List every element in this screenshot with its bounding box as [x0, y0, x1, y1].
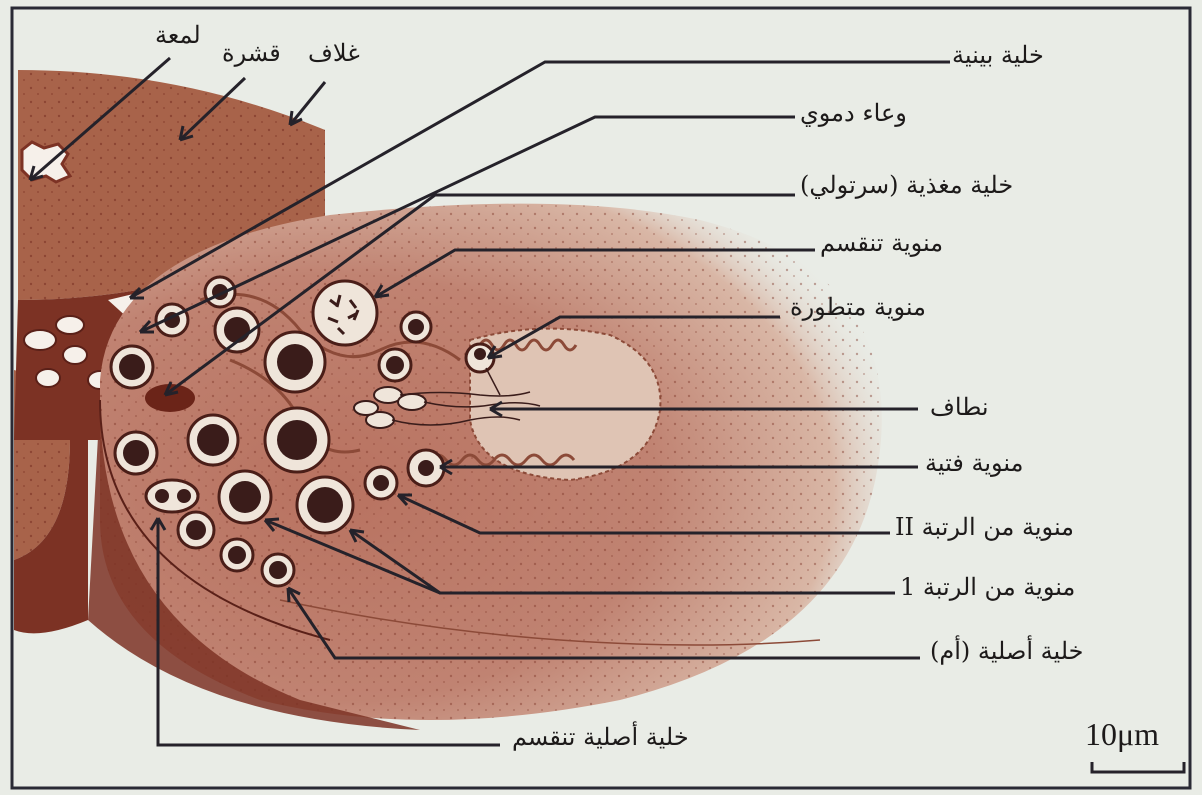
- scale-bar-line: [1092, 762, 1184, 772]
- label-interstitial-cell: خلية بينية: [952, 40, 1044, 70]
- label-spermatogonium: خلية أصلية (أم): [930, 636, 1084, 666]
- label-primary-spermatocyte: منوية من الرتبة 1: [900, 572, 1075, 602]
- label-dividing-spermatocyte: منوية تنقسم: [820, 228, 943, 258]
- blood-vessel-shape: [145, 384, 195, 412]
- label-sperm: نطاف: [930, 392, 989, 422]
- dividing-cell-large: [313, 281, 377, 345]
- label-sertoli-cell: خلية مغذية (سرتولي): [800, 170, 1013, 200]
- label-young-spermatid: منوية فتية: [925, 448, 1024, 478]
- leader-sheath: [290, 82, 325, 125]
- label-dividing-spermatogonium: خلية أصلية تنقسم: [512, 722, 689, 752]
- label-cortex: قشرة: [222, 38, 281, 68]
- label-blood-vessel: وعاء دموي: [800, 98, 907, 128]
- label-secondary-spermatocyte: منوية من الرتبة II: [895, 512, 1074, 542]
- label-lumen: لمعة: [155, 20, 201, 50]
- lumen-shape: [22, 142, 70, 182]
- label-developing-spermatid: منوية متطورة: [790, 292, 926, 322]
- scale-bar-label: 10μm: [1085, 716, 1159, 753]
- label-sheath: غلاف: [308, 38, 360, 68]
